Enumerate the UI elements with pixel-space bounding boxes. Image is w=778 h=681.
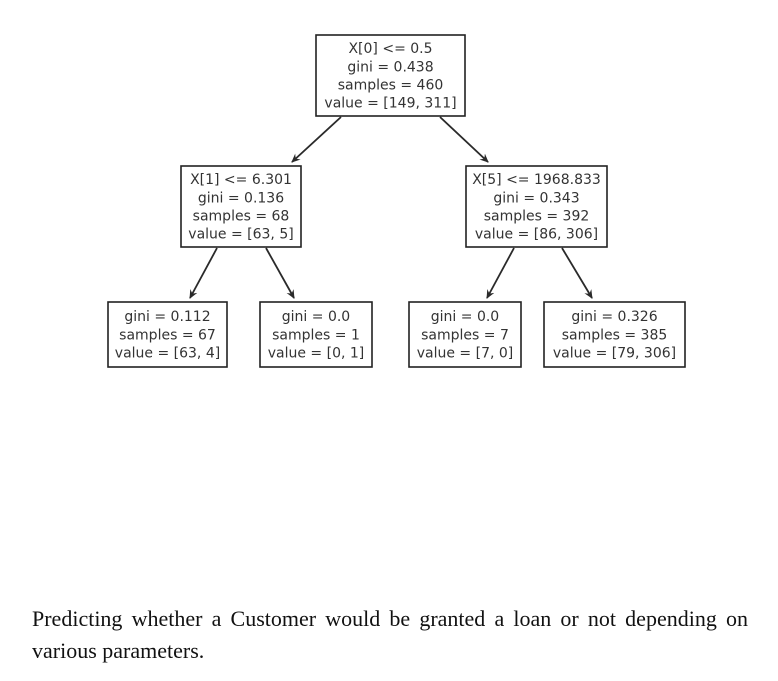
tree-nodes: X[0] <= 0.5 gini = 0.438 samples = 460 valu… bbox=[107, 34, 686, 368]
node-samples-value: samples = 67 bbox=[119, 327, 216, 343]
tree-node-right-right: gini = 0.326 samples = 385 value = [79, 30… bbox=[543, 301, 686, 368]
tree-node-right: X[5] <= 1968.833 gini = 0.343 samples = 39… bbox=[465, 165, 608, 248]
tree-node-root: X[0] <= 0.5 gini = 0.438 samples = 460 valu… bbox=[315, 34, 466, 117]
node-box bbox=[408, 301, 522, 368]
node-samples-value: samples = 7 bbox=[421, 327, 509, 343]
node-samples-value: samples = 460 bbox=[338, 78, 444, 94]
node-split-condition: X[5] <= 1968.833 bbox=[472, 172, 601, 188]
node-class-value: value = [149, 311] bbox=[324, 96, 456, 112]
edge-arrow-left-to-left-left bbox=[189, 247, 218, 299]
decision-tree-diagram: X[0] <= 0.5 gini = 0.438 samples = 460 valu… bbox=[107, 34, 686, 368]
tree-node-left-right: gini = 0.0 samples = 1 value = [0, 1] bbox=[259, 301, 373, 368]
node-box bbox=[315, 34, 466, 117]
tree-edges bbox=[189, 116, 593, 299]
node-gini-value: gini = 0.136 bbox=[198, 190, 284, 206]
edge-arrow-root-to-right bbox=[439, 116, 489, 163]
figure-caption: Predicting whether a Customer would be g… bbox=[32, 606, 748, 663]
node-class-value: value = [0, 1] bbox=[268, 346, 365, 362]
edge-arrow-right-to-right-right bbox=[561, 247, 593, 299]
node-box bbox=[107, 301, 228, 368]
node-split-condition: X[1] <= 6.301 bbox=[190, 172, 292, 188]
node-class-value: value = [86, 306] bbox=[475, 227, 598, 243]
node-class-value: value = [63, 5] bbox=[188, 227, 293, 243]
node-samples-value: samples = 385 bbox=[562, 327, 668, 343]
node-gini-value: gini = 0.0 bbox=[282, 309, 350, 325]
node-gini-value: gini = 0.438 bbox=[347, 59, 433, 75]
node-class-value: value = [63, 4] bbox=[115, 346, 220, 362]
tree-node-left-left: gini = 0.112 samples = 67 value = [63, 4] bbox=[107, 301, 228, 368]
node-samples-value: samples = 392 bbox=[484, 209, 590, 225]
node-class-value: value = [7, 0] bbox=[417, 346, 514, 362]
node-samples-value: samples = 1 bbox=[272, 327, 360, 343]
node-box bbox=[259, 301, 373, 368]
tree-node-left: X[1] <= 6.301 gini = 0.136 samples = 68 val… bbox=[180, 165, 302, 248]
edge-arrow-right-to-right-left bbox=[486, 247, 515, 299]
node-samples-value: samples = 68 bbox=[193, 209, 290, 225]
edge-arrow-left-to-left-right bbox=[265, 247, 295, 299]
node-box bbox=[543, 301, 686, 368]
node-gini-value: gini = 0.112 bbox=[124, 309, 210, 325]
tree-node-right-left: gini = 0.0 samples = 7 value = [7, 0] bbox=[408, 301, 522, 368]
node-box bbox=[180, 165, 302, 248]
node-gini-value: gini = 0.0 bbox=[431, 309, 499, 325]
edge-arrow-root-to-left bbox=[291, 116, 342, 163]
node-box bbox=[465, 165, 608, 248]
node-class-value: value = [79, 306] bbox=[553, 346, 676, 362]
node-split-condition: X[0] <= 0.5 bbox=[348, 41, 432, 57]
node-gini-value: gini = 0.343 bbox=[493, 190, 579, 206]
node-gini-value: gini = 0.326 bbox=[571, 309, 657, 325]
